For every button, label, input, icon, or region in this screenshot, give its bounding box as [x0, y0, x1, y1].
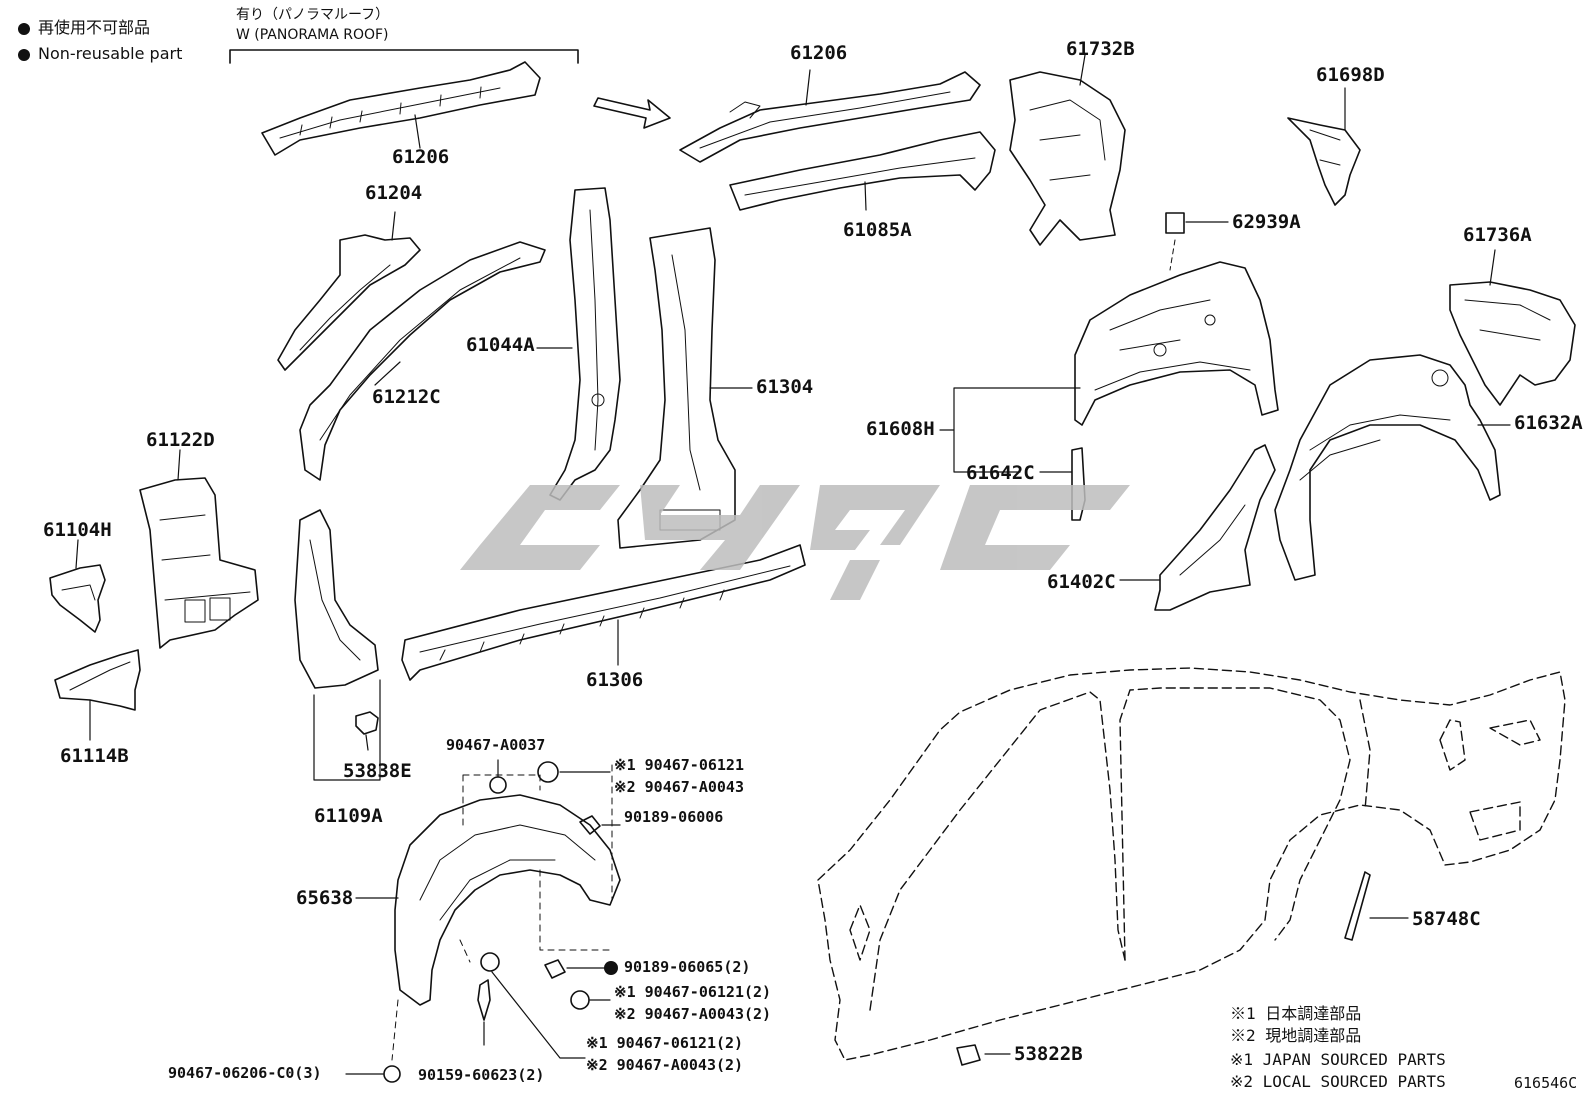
part-61206-panorama: [261, 61, 541, 156]
direction-arrow: [593, 97, 671, 129]
fastener-06121-c: [480, 952, 500, 972]
part-62939a: [1165, 212, 1185, 234]
callout-58748c[interactable]: 58748C: [1412, 908, 1481, 930]
legend-jp: 再使用不可部品: [18, 20, 150, 36]
callout-61114b[interactable]: 61114B: [60, 745, 129, 767]
fastener-06065: [544, 959, 566, 979]
part-61732b: [1009, 71, 1126, 246]
callout-61206-panorama[interactable]: 61206: [392, 146, 450, 168]
callout-90467-06121[interactable]: ※1 90467-06121: [614, 756, 744, 774]
callout-61732b[interactable]: 61732B: [1066, 38, 1135, 60]
part-61085a: [729, 131, 996, 211]
part-53838e: [355, 711, 379, 735]
callout-61044a[interactable]: 61044A: [466, 334, 535, 356]
legend-jp-text: 再使用不可部品: [38, 18, 151, 37]
callout-61104h[interactable]: 61104H: [43, 519, 112, 541]
callout-90467-06121-c[interactable]: ※1 90467-06121(2): [586, 1034, 744, 1052]
nonreusable-dot-icon: [604, 961, 618, 975]
callout-61642c[interactable]: 61642C: [966, 462, 1035, 484]
body-side-assembly: [817, 667, 1566, 1061]
callout-61085a[interactable]: 61085A: [843, 219, 912, 241]
callout-90467-06206-c0[interactable]: 90467-06206-C0(3): [168, 1064, 322, 1082]
part-61044a: [549, 187, 621, 501]
part-65638: [394, 794, 621, 1006]
part-53822b: [956, 1044, 981, 1066]
part-61402c: [1154, 444, 1276, 611]
callout-90467-a0043-c[interactable]: ※2 90467-A0043(2): [586, 1056, 744, 1074]
callout-61212c[interactable]: 61212C: [372, 386, 441, 408]
part-61206: [679, 71, 981, 163]
note-en-2: ※2 LOCAL SOURCED PARTS: [1230, 1072, 1446, 1091]
callout-90189-06065[interactable]: 90189-06065(2): [624, 958, 751, 976]
part-61632a: [1274, 354, 1501, 581]
callout-90189-06006[interactable]: 90189-06006: [624, 808, 724, 826]
callout-90467-06121-b[interactable]: ※1 90467-06121(2): [614, 983, 772, 1001]
callout-61402c[interactable]: 61402C: [1047, 571, 1116, 593]
callout-65638[interactable]: 65638: [296, 887, 354, 909]
fastener-a0037: [489, 776, 507, 794]
note-jp-2: ※2 現地調達部品: [1230, 1026, 1362, 1045]
diagram-id: 616546C: [1514, 1074, 1578, 1092]
part-61204: [277, 234, 421, 371]
part-61736a: [1449, 281, 1576, 406]
callout-90467-a0037[interactable]: 90467-A0037: [446, 736, 546, 754]
panorama-label-jp: 有り（パノラマルーフ）: [236, 7, 390, 23]
watermark: [460, 485, 1130, 600]
panorama-label-en: W (PANORAMA ROOF): [236, 27, 389, 43]
callout-61608h[interactable]: 61608H: [866, 418, 935, 440]
part-61122d: [139, 477, 259, 649]
nonreusable-dot-icon: [18, 48, 30, 61]
note-en-1: ※1 JAPAN SOURCED PARTS: [1230, 1050, 1446, 1069]
panorama-bracket: [229, 49, 579, 64]
callout-61204[interactable]: 61204: [365, 182, 423, 204]
part-61114b: [54, 649, 141, 711]
fastener-06206: [383, 1065, 401, 1083]
callout-61122d[interactable]: 61122D: [146, 429, 215, 451]
part-58748c: [1344, 871, 1371, 941]
fastener-60623: [477, 979, 491, 1021]
part-61109a: [294, 509, 379, 689]
callout-90159-60623[interactable]: 90159-60623(2): [418, 1066, 545, 1084]
part-61104h: [49, 564, 106, 633]
callout-61632a[interactable]: 61632A: [1514, 412, 1583, 434]
legend-en-text: Non-reusable part: [38, 44, 183, 63]
callout-61736a[interactable]: 61736A: [1463, 224, 1532, 246]
part-61212c: [299, 241, 546, 481]
fastener-06006: [579, 815, 601, 835]
callout-90467-a0043[interactable]: ※2 90467-A0043: [614, 778, 744, 796]
callout-61109a[interactable]: 61109A: [314, 805, 383, 827]
callout-53838e[interactable]: 53838E: [343, 760, 412, 782]
part-61608h: [1074, 261, 1279, 426]
note-jp-1: ※1 日本調達部品: [1230, 1004, 1362, 1023]
fastener-06121-b: [570, 990, 590, 1010]
callout-53822b[interactable]: 53822B: [1014, 1043, 1083, 1065]
callout-90467-a0043-b[interactable]: ※2 90467-A0043(2): [614, 1005, 772, 1023]
callout-61304[interactable]: 61304: [756, 376, 814, 398]
callout-62939a[interactable]: 62939A: [1232, 211, 1301, 233]
part-61698d: [1287, 117, 1361, 206]
callout-61306[interactable]: 61306: [586, 669, 644, 691]
callout-61206[interactable]: 61206: [790, 42, 848, 64]
legend-en: Non-reusable part: [18, 46, 182, 62]
callout-61698d[interactable]: 61698D: [1316, 64, 1385, 86]
nonreusable-dot-icon: [18, 22, 30, 35]
part-61306: [401, 544, 806, 681]
fastener-06121: [537, 761, 559, 783]
